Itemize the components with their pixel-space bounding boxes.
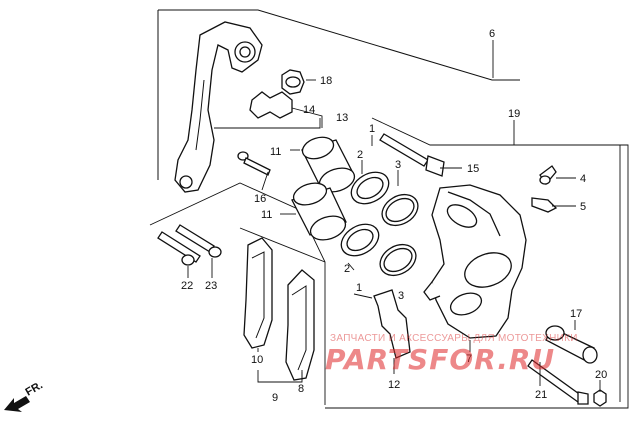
callout-20: 20 — [595, 369, 607, 381]
callout-2-lower: 2 — [344, 263, 350, 275]
callout-3-lower: 3 — [398, 290, 404, 302]
bleeder-screw-cap — [281, 69, 305, 95]
callout-10: 10 — [251, 354, 263, 366]
callout-19: 19 — [508, 108, 520, 120]
front-direction-indicator: FR. — [4, 379, 45, 412]
caliper-bracket — [174, 21, 263, 193]
dust-seal-upper — [350, 171, 390, 205]
callout-3-upper: 3 — [395, 159, 401, 171]
pin-bolt-16 — [237, 151, 271, 176]
pad-spring — [249, 91, 293, 119]
callout-8: 8 — [298, 383, 304, 395]
callout-17: 17 — [570, 308, 582, 320]
callout-22: 22 — [181, 280, 193, 292]
callout-6: 6 — [489, 28, 495, 40]
callout-numbers: 18 14 13 1 11 2 3 15 16 11 4 5 6 19 2 1 … — [181, 28, 607, 404]
pad-shim-12 — [373, 289, 411, 359]
brake-pad-8 — [285, 269, 315, 381]
callout-1-upper: 1 — [369, 123, 375, 135]
callout-18: 18 — [320, 75, 332, 87]
callout-1-lower: 1 — [356, 282, 362, 294]
assembly-outline-19 — [325, 117, 629, 409]
brake-pad-10 — [243, 237, 273, 349]
pin-sleeve-17 — [545, 325, 598, 364]
callout-13: 13 — [336, 112, 348, 124]
leader-lines — [187, 40, 601, 392]
front-label: FR. — [24, 379, 45, 398]
piston-upper — [301, 136, 356, 193]
callout-11-lower: 11 — [261, 209, 272, 221]
callout-9: 9 — [272, 392, 278, 404]
assembly-outline-6 — [157, 9, 520, 180]
front-arrow-icon — [4, 396, 30, 412]
bolt-22 — [157, 231, 201, 266]
caliper-body — [423, 184, 527, 339]
callout-21: 21 — [535, 389, 547, 401]
bolt-23 — [175, 224, 222, 258]
callout-5: 5 — [580, 201, 586, 213]
callout-16: 16 — [254, 193, 266, 205]
bleeder-cap-5 — [531, 197, 558, 213]
nut-20 — [593, 389, 607, 407]
callout-11-upper: 11 — [270, 146, 281, 158]
callout-12: 12 — [388, 379, 400, 391]
callout-23: 23 — [205, 280, 217, 292]
callout-14: 14 — [303, 104, 315, 116]
dust-seal-lower — [340, 223, 380, 257]
watermark-logo: PARTSFOR.RU — [325, 343, 556, 376]
bleeder-valve-4 — [539, 165, 557, 186]
callout-15: 15 — [467, 163, 479, 175]
callout-2-upper: 2 — [357, 149, 363, 161]
piston-lower — [291, 182, 347, 241]
bolt-21 — [527, 359, 589, 405]
piston-seal-upper — [381, 193, 419, 227]
callout-4: 4 — [580, 173, 586, 185]
callout-7: 7 — [466, 353, 472, 365]
piston-seal-lower — [379, 243, 417, 277]
watermark-tagline: ЗАПЧАСТИ И АКСЕССУАРЫ ДЛЯ МОТОТЕХНИКИ — [330, 333, 578, 344]
pin-bolt-15 — [379, 133, 445, 177]
